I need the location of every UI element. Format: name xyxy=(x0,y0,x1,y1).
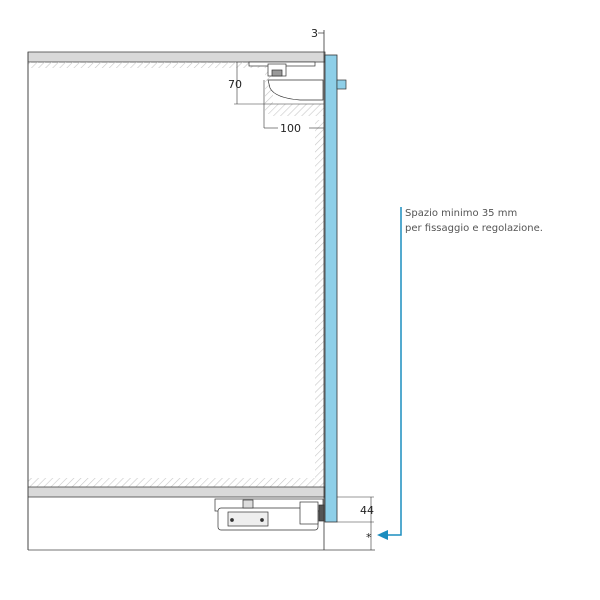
bottom-panel xyxy=(27,486,326,498)
clearance-arrow xyxy=(386,207,402,536)
arrow-head-icon xyxy=(377,530,388,540)
hinge-area-hatch xyxy=(265,62,273,114)
top-hatch xyxy=(28,62,265,68)
door-handle xyxy=(336,79,347,90)
dimension-3-label: 3 xyxy=(311,27,318,40)
bottom-hatch xyxy=(28,478,324,487)
hinge-lower-hatch xyxy=(273,104,324,116)
note-line-2: per fissaggio e regolazione. xyxy=(405,223,543,234)
top-hinge-mechanism xyxy=(248,61,324,101)
asterisk-label: * xyxy=(366,531,372,544)
bottom-runner-mechanism xyxy=(214,498,325,531)
side-hatch xyxy=(315,120,324,480)
dimension-44-label: 44 xyxy=(360,504,374,517)
note-line-1: Spazio minimo 35 mm xyxy=(405,208,517,219)
dimension-100-label: 100 xyxy=(280,122,301,135)
dimension-70-label: 70 xyxy=(228,78,242,91)
top-panel xyxy=(27,51,326,63)
door-panel xyxy=(324,54,338,523)
